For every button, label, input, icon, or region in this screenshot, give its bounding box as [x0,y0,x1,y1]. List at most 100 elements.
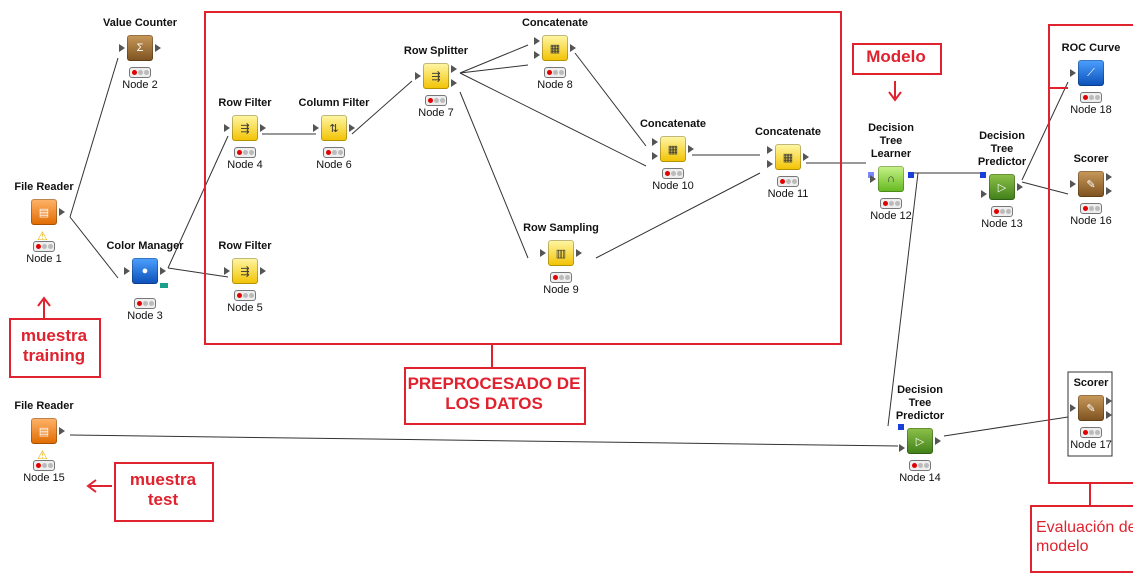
node-title: Concatenate [639,118,707,130]
file-reader-icon: ▤ [31,418,57,444]
node-row-splitter[interactable]: Row Splitter ⇶ Node 7 [396,45,476,120]
annotation-evaluacion: Evaluación del modelo [1036,519,1133,555]
node-label: Node 3 [127,310,163,322]
annotation-muestra-training: muestra training [20,326,88,365]
node-title: Column Filter [298,97,370,109]
status-traffic-light [991,206,1013,217]
node-title: File Reader [14,400,74,412]
row-filter-icon: ⇶ [232,258,258,284]
annotation-modelo-box [852,43,942,75]
node-label: Node 1 [26,253,62,265]
node-title: Decision Tree Predictor [895,384,945,422]
node-title: Concatenate [521,17,589,29]
node-row-sampling[interactable]: Row Sampling ▥ Node 9 [521,222,601,297]
status-traffic-light [33,460,55,471]
status-traffic-light [134,298,156,309]
node-label: Node 10 [652,180,694,192]
status-traffic-light [425,95,447,106]
node-title: File Reader [14,181,74,193]
status-traffic-light [909,460,931,471]
annotation-modelo: Modelo [866,47,926,66]
annotation-muestra-training-box [9,318,101,378]
predictor-icon: ▷ [907,428,933,454]
scorer-icon: ✎ [1078,171,1104,197]
node-label: Node 9 [543,284,579,296]
node-scorer-16[interactable]: Scorer ✎ Node 16 [1051,153,1131,228]
node-label: Node 12 [870,210,912,222]
node-title: Row Splitter [403,45,469,57]
node-label: Node 4 [227,159,263,171]
node-title: Decision Tree Predictor [977,130,1027,168]
annotation-muestra-test-box [114,462,214,522]
node-label: Node 2 [122,79,158,91]
node-label: Node 18 [1070,104,1112,116]
sigma-icon: Σ [127,35,153,61]
row-splitter-icon: ⇶ [423,63,449,89]
row-sampling-icon: ▥ [548,240,574,266]
node-title: ROC Curve [1061,42,1121,54]
node-scorer-17[interactable]: Scorer ✎ Node 17 [1051,377,1131,452]
status-traffic-light [323,147,345,158]
node-title: Row Sampling [523,222,599,234]
column-filter-icon: ⇅ [321,115,347,141]
annotation-muestra-test: muestra test [129,470,197,509]
table-icon: ▦ [542,35,568,61]
node-title: Row Filter [218,240,272,252]
node-title: Row Filter [218,97,272,109]
node-label: Node 13 [981,218,1023,230]
status-traffic-light [33,241,55,252]
status-traffic-light [550,272,572,283]
node-title: Value Counter [103,17,177,29]
node-decision-tree-predictor-14[interactable]: Decision Tree Predictor ▷ Node 14 [880,384,960,485]
status-traffic-light [129,67,151,78]
tree-learner-icon: ∩ [878,166,904,192]
warning-icon: ⚠ [37,229,48,243]
status-traffic-light [234,290,256,301]
node-concatenate-10[interactable]: Concatenate ▦ Node 10 [633,118,713,193]
scorer-icon: ✎ [1078,395,1104,421]
node-decision-tree-learner[interactable]: Decision Tree Learner ∩ Node 12 [851,122,931,223]
node-title: Concatenate [754,126,822,138]
node-title: Scorer [1073,377,1109,389]
node-label: Node 11 [767,188,809,200]
table-icon: ▦ [660,136,686,162]
node-label: Node 17 [1070,439,1112,451]
node-value-counter[interactable]: Value Counter Σ Node 2 [100,17,180,92]
node-title: Color Manager [106,240,184,252]
row-filter-icon: ⇶ [232,115,258,141]
node-label: Node 15 [23,472,65,484]
node-color-manager[interactable]: Color Manager ● Node 3 [105,240,185,323]
status-traffic-light [662,168,684,179]
node-label: Node 14 [899,472,941,484]
node-concatenate-8[interactable]: Concatenate ▦ Node 8 [515,17,595,92]
table-icon: ▦ [775,144,801,170]
node-file-reader-15[interactable]: File Reader ▤ ⚠ Node 15 [4,400,84,485]
node-roc-curve[interactable]: ROC Curve ⟋ Node 18 [1051,42,1131,117]
node-label: Node 16 [1070,215,1112,227]
warning-icon: ⚠ [37,448,48,462]
node-title: Scorer [1073,153,1109,165]
status-traffic-light [1080,203,1102,214]
annotation-preprocesado: PREPROCESADO DE LOS DATOS [407,374,581,413]
status-traffic-light [1080,92,1102,103]
node-file-reader-1[interactable]: File Reader ▤ ⚠ Node 1 [4,181,84,266]
status-traffic-light [777,176,799,187]
predictor-icon: ▷ [989,174,1015,200]
node-concatenate-11[interactable]: Concatenate ▦ Node 11 [748,126,828,201]
node-label: Node 8 [537,79,573,91]
node-decision-tree-predictor-13[interactable]: Decision Tree Predictor ▷ Node 13 [962,130,1042,231]
node-column-filter[interactable]: Column Filter ⇅ Node 6 [294,97,374,172]
status-traffic-light [234,147,256,158]
node-row-filter-5[interactable]: Row Filter ⇶ Node 5 [205,240,285,315]
node-label: Node 7 [418,107,454,119]
status-traffic-light [544,67,566,78]
file-reader-icon: ▤ [31,199,57,225]
status-traffic-light [880,198,902,209]
annotation-preprocesado-box [404,367,586,425]
node-title: Decision Tree Learner [868,122,914,160]
node-row-filter-4[interactable]: Row Filter ⇶ Node 4 [205,97,285,172]
node-label: Node 5 [227,302,263,314]
color-circles-icon: ● [132,258,158,284]
roc-chart-icon: ⟋ [1078,60,1104,86]
